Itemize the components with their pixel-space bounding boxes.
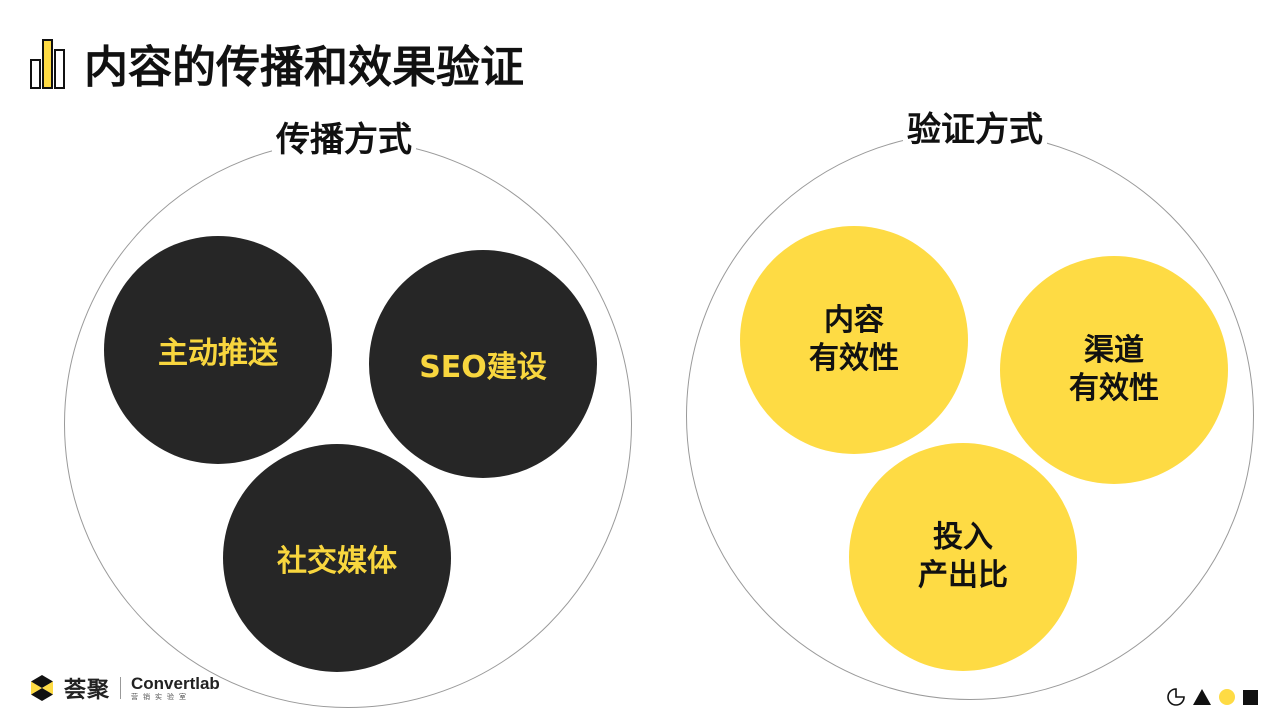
bubble-seo: SEO建设	[369, 250, 597, 478]
bubble-label: 社交媒体	[277, 544, 397, 579]
bubble-label: 渠道 有效性	[1069, 333, 1159, 406]
propagation-heading: 传播方式	[272, 118, 416, 162]
bubble-label: 内容 有效性	[809, 303, 899, 376]
verification-heading: 验证方式	[903, 108, 1047, 152]
bubble-label: 投入 产出比	[918, 520, 1008, 593]
bar-chart-icon	[30, 39, 65, 89]
moon-icon	[1167, 688, 1185, 706]
brand-cn: 荟聚	[64, 678, 111, 703]
decorative-shapes	[1167, 688, 1258, 706]
triangle-icon	[1193, 689, 1211, 705]
brand-en-sub: 营销实验室	[131, 693, 192, 701]
bubble-channel-effectiveness: 渠道 有效性	[1000, 256, 1228, 484]
square-icon	[1243, 689, 1258, 705]
dot-icon	[1219, 689, 1235, 705]
bubble-active-push: 主动推送	[104, 236, 332, 464]
brand-mark-icon	[31, 675, 53, 701]
bubble-roi: 投入 产出比	[849, 443, 1077, 671]
brand-en-block: Convertlab 营销实验室	[131, 675, 220, 701]
bubble-label: 主动推送	[158, 336, 278, 371]
bubble-content-effectiveness: 内容 有效性	[740, 226, 968, 454]
logo-divider	[120, 677, 122, 699]
bubble-label: SEO建设	[419, 350, 547, 385]
bubble-social-media: 社交媒体	[223, 444, 451, 672]
brand-logo: 荟聚 Convertlab 营销实验室	[28, 672, 220, 704]
page-title: 内容的传播和效果验证	[84, 42, 524, 93]
brand-en: Convertlab	[131, 674, 220, 693]
